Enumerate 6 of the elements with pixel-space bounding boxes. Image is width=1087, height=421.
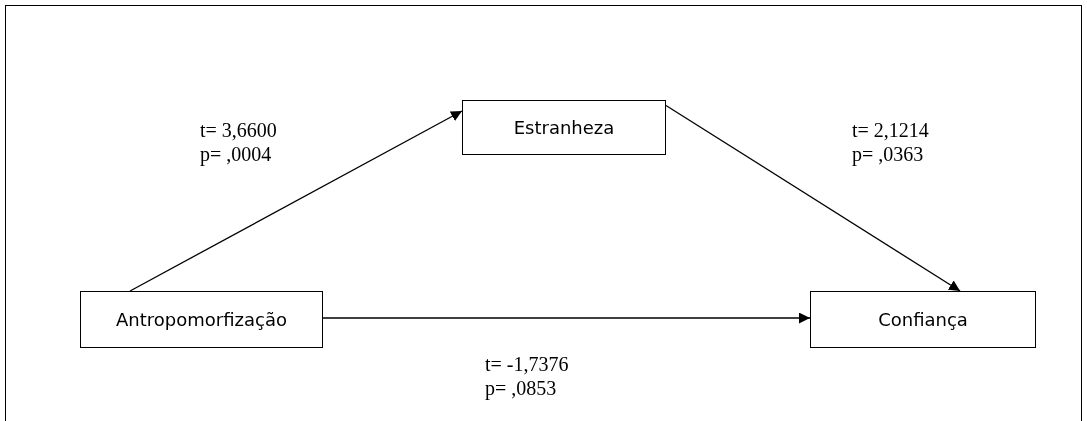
- variable-box: Antropomorfização: [80, 291, 323, 348]
- arrow: [322, 312, 811, 324]
- variable-box: Confiança: [810, 291, 1036, 348]
- arrow: [129, 110, 463, 292]
- variable-box: Estranheza: [462, 100, 666, 155]
- arrow: [665, 104, 961, 292]
